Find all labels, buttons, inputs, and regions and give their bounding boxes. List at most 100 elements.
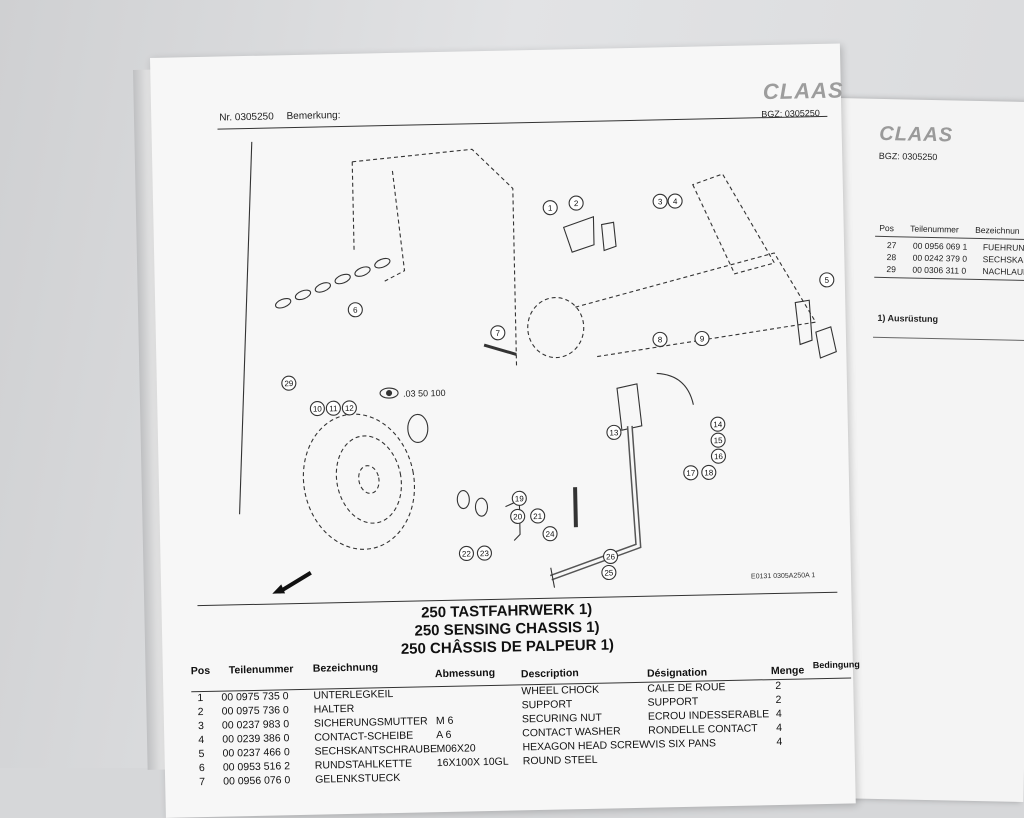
callout-circle (458, 545, 474, 562)
callout-number: 3 (658, 197, 663, 206)
callout-number: 1 (548, 204, 553, 213)
drawing-code: E0131 0305A250A 1 (750, 572, 816, 581)
page-header: Nr. 0305250 Bemerkung: (219, 110, 350, 124)
callout-number: 12 (345, 404, 355, 413)
callout-circle (819, 272, 835, 288)
header-pos: Pos (879, 222, 895, 234)
col-pos: Pos (190, 664, 211, 678)
callout-circle (652, 331, 668, 347)
nr-label: Nr. 0305250 (219, 111, 274, 124)
cell-bez: CONTACT-SCHEIBE (314, 729, 414, 744)
callout-circle (511, 490, 527, 506)
callout-number: 7 (496, 329, 501, 338)
cell-abm: M 6 (435, 714, 454, 728)
washer (474, 497, 489, 517)
callout-circle (710, 416, 726, 432)
callout-circle (510, 508, 526, 524)
callout-circle (667, 193, 683, 209)
chain-part (275, 257, 391, 309)
cell-pos: 7 (199, 776, 206, 789)
col-desc: Description (520, 667, 579, 681)
cell-number: 00 0237 983 0 (221, 718, 290, 732)
hub-cap (407, 413, 429, 444)
row-pos: 27 (886, 240, 897, 251)
callout-number: 8 (658, 335, 663, 344)
direction-arrow-icon (265, 584, 287, 595)
callout-number: 26 (606, 552, 616, 561)
cell-abm: A 6 (436, 728, 452, 742)
col-menge: Menge (770, 664, 805, 678)
cell-bez: HALTER (313, 702, 355, 716)
bolt-28 (550, 567, 563, 595)
callout-circle (542, 526, 558, 542)
wheel-chock-right (815, 326, 837, 359)
callout-circle (710, 432, 726, 448)
callout-number: 20 (513, 512, 523, 521)
col-number: Teilenummer (228, 663, 294, 677)
callout-number: 14 (713, 420, 723, 429)
callout-circle (530, 508, 546, 524)
cell-menge: 4 (776, 735, 783, 749)
callout-circle (601, 564, 617, 581)
cell-pos: 3 (197, 720, 204, 733)
callout-number: 27 (607, 592, 617, 594)
callout-number: 15 (714, 436, 724, 445)
chock-holder (600, 221, 617, 252)
cell-bez: SICHERUNGSMUTTER (313, 715, 428, 730)
divider (872, 336, 1024, 342)
sensing-arm (549, 425, 642, 581)
callout-number: 9 (700, 334, 705, 343)
divider (874, 276, 1024, 282)
cell-number: 00 0953 516 2 (222, 760, 291, 774)
cell-desc: SUPPORT (521, 698, 573, 712)
cell-abm: M06X20 (436, 742, 476, 756)
callout-number: 22 (462, 549, 472, 558)
remark-label: Bemerkung: (286, 110, 341, 123)
cell-design: CALE DE ROUE (647, 681, 726, 695)
cell-number: 00 0956 076 0 (223, 774, 291, 788)
row-number: 00 0956 069 1 (912, 240, 968, 252)
callout-circle (542, 200, 558, 216)
cell-menge: 2 (775, 679, 782, 693)
callout-number: 5 (824, 276, 829, 285)
chassis-frame (351, 148, 518, 369)
cell-number: 00 0237 466 0 (222, 746, 290, 760)
callout-number: 19 (515, 494, 525, 503)
callout-circle (683, 465, 699, 481)
bearing (456, 489, 470, 510)
callout-circle (606, 424, 622, 440)
callout-number: 2 (574, 199, 579, 208)
parts-table: Pos Teilenummer Bezeichnung Abmessung De… (190, 647, 860, 790)
header-number: Teilenummer (910, 223, 959, 235)
cell-bez: GELENKSTUECK (315, 771, 401, 786)
cell-number: 00 0975 736 0 (221, 704, 289, 718)
callout-circle (568, 195, 584, 211)
row-desc: NACHLAUFR (982, 266, 1024, 278)
wheel-chock (562, 215, 595, 253)
cell-desc: CONTACT WASHER (522, 725, 621, 740)
callout-number: 21 (533, 512, 543, 521)
cell-number: 00 0975 735 0 (221, 690, 289, 704)
callout-number: 11 (329, 404, 338, 413)
callout-number: 25 (604, 568, 614, 577)
callout-number: 18 (704, 468, 714, 477)
cell-desc: SECURING NUT (521, 711, 602, 726)
cell-pos: 2 (197, 706, 204, 719)
cell-pos: 5 (198, 748, 205, 761)
row-pos: 29 (886, 264, 896, 275)
cell-number: 00 0239 386 0 (222, 732, 290, 746)
cell-pos: 1 (197, 692, 204, 705)
cell-pos: 4 (198, 734, 205, 747)
claas-logo: CLAAS (762, 77, 844, 105)
callout-number: 10 (313, 404, 323, 413)
col-bed: Bedingung (812, 659, 860, 671)
cell-menge: 4 (776, 721, 783, 735)
cell-abm: 16X100X 10GL (436, 755, 509, 770)
callout-circle (347, 302, 363, 318)
callout-circle (476, 545, 492, 561)
callout-circle (341, 400, 357, 416)
pin-7 (483, 343, 517, 356)
